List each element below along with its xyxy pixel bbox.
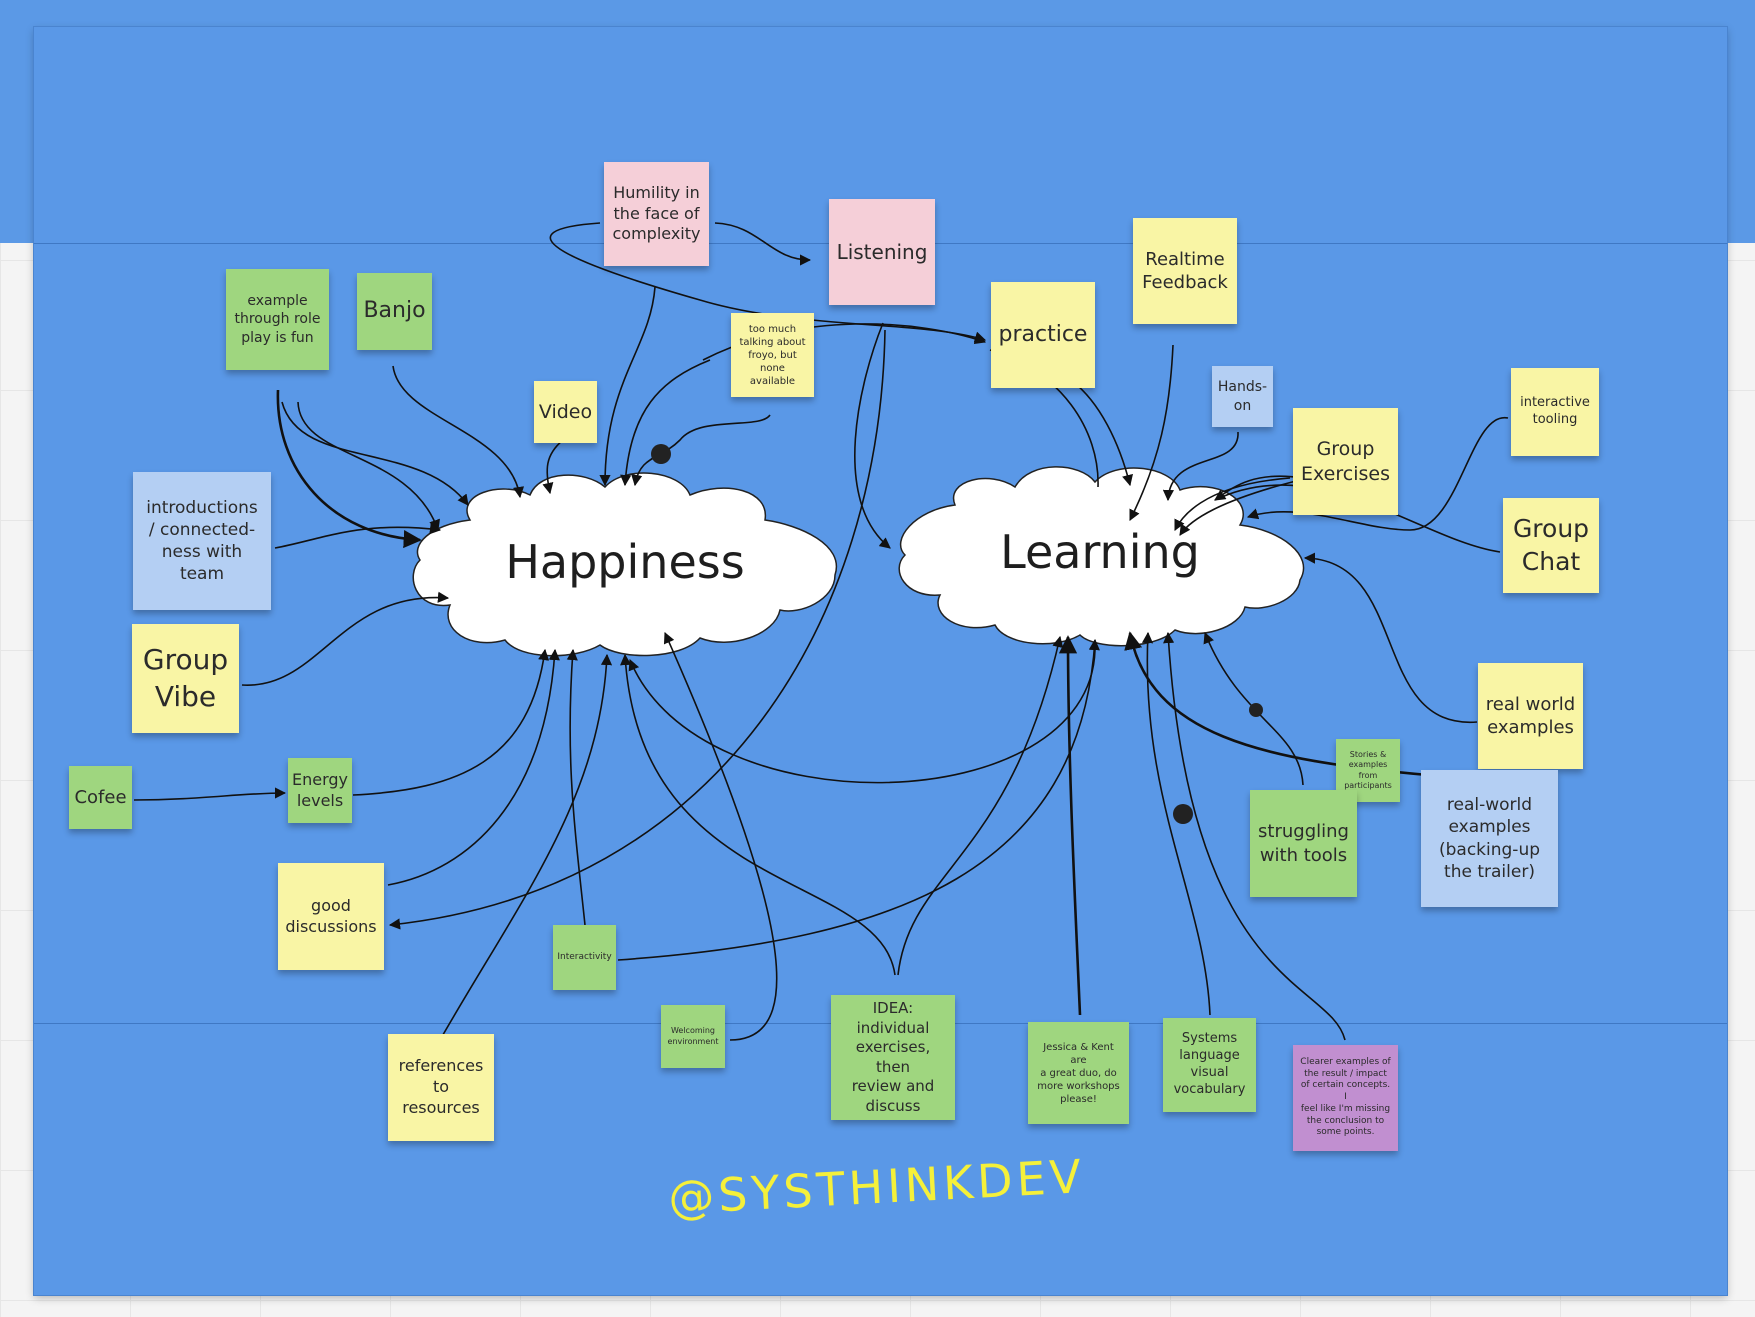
happiness-label: Happiness <box>505 535 745 589</box>
note-hands-on[interactable]: Hands- on <box>1212 366 1273 427</box>
note-video[interactable]: Video <box>534 381 597 443</box>
note-realtime-feedback[interactable]: Realtime Feedback <box>1133 218 1237 324</box>
note-real-world-examples[interactable]: real world examples <box>1478 663 1583 769</box>
note-energy-levels[interactable]: Energy levels <box>288 758 352 823</box>
note-role-play[interactable]: example through role play is fun <box>226 269 329 370</box>
note-good-discussions[interactable]: good discussions <box>278 863 384 970</box>
note-banjo[interactable]: Banjo <box>357 273 432 350</box>
note-interactive-tooling[interactable]: interactive tooling <box>1511 368 1599 456</box>
note-group-exercises[interactable]: Group Exercises <box>1293 408 1398 515</box>
note-cofee[interactable]: Cofee <box>69 766 132 829</box>
note-stories[interactable]: Stories & examples from participants <box>1336 739 1400 802</box>
note-clearer-examples[interactable]: Clearer examples of the result / impact … <box>1293 1045 1398 1151</box>
note-humility[interactable]: Humility in the face of complexity <box>604 162 709 266</box>
note-references[interactable]: references to resources <box>388 1034 494 1141</box>
note-listening[interactable]: Listening <box>829 199 935 305</box>
note-group-vibe[interactable]: Group Vibe <box>132 624 239 733</box>
note-welcoming[interactable]: Welcoming environment <box>661 1005 725 1068</box>
note-idea[interactable]: IDEA: individual exercises, then review … <box>831 995 955 1120</box>
note-group-chat[interactable]: Group Chat <box>1503 498 1599 593</box>
note-struggling[interactable]: struggling with tools <box>1250 790 1357 897</box>
note-interactivity[interactable]: Interactivity <box>553 925 616 990</box>
note-systems-language[interactable]: Systems language visual vocabulary <box>1163 1018 1256 1112</box>
note-practice[interactable]: practice <box>991 282 1095 388</box>
note-introductions[interactable]: introductions / connected- ness with tea… <box>133 472 271 610</box>
note-jessica-kent[interactable]: Jessica & Kent are a great duo, do more … <box>1028 1022 1129 1124</box>
note-real-world-trailer[interactable]: real-world examples (backing-up the trai… <box>1421 770 1558 907</box>
learning-label: Learning <box>1000 525 1200 579</box>
note-froyo[interactable]: too much talking about froyo, but none a… <box>731 313 814 397</box>
